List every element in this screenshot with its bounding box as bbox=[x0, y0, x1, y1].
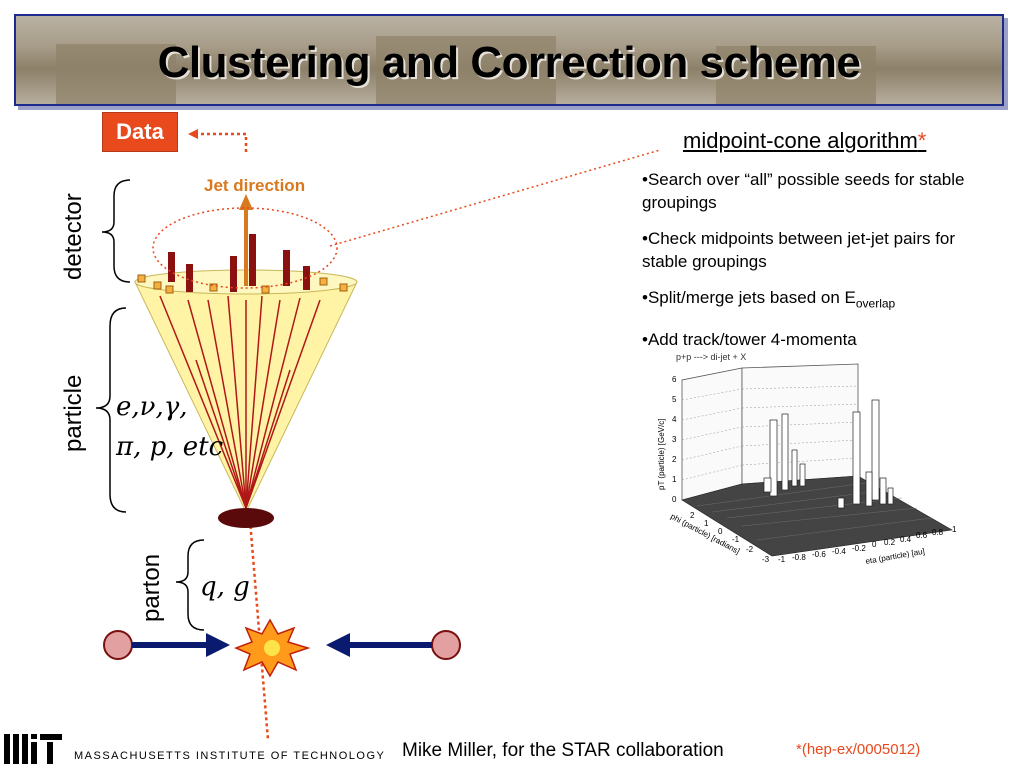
y-tick: -3 bbox=[762, 555, 770, 564]
parton-label: parton bbox=[138, 553, 165, 622]
y-tick: 0 bbox=[718, 527, 723, 536]
data-pointer-arrowhead bbox=[188, 129, 198, 139]
bullet-item: •Search over “all” possible seeds for st… bbox=[642, 170, 965, 212]
reference-note: *(hep-ex/0005012) bbox=[796, 741, 921, 758]
x-tick: -0.6 bbox=[812, 550, 826, 559]
algorithm-bullets: •Search over “all” possible seeds for st… bbox=[642, 168, 992, 364]
x-tick: -0.2 bbox=[852, 544, 866, 553]
algorithm-title: midpoint-cone algorithm* bbox=[683, 128, 926, 154]
banner-building bbox=[56, 44, 176, 104]
x-tick: -1 bbox=[778, 555, 786, 564]
bullet-subscript: overlap bbox=[855, 296, 896, 311]
banner-building bbox=[716, 46, 876, 104]
z-tick: 1 bbox=[672, 475, 677, 484]
algorithm-footnote-star: * bbox=[917, 128, 927, 153]
x-tick: 1 bbox=[952, 525, 957, 534]
z-tick: 0 bbox=[672, 495, 677, 504]
z-tick: 5 bbox=[672, 395, 677, 404]
right-beam-arrowhead bbox=[326, 633, 350, 657]
particle-brace bbox=[95, 307, 127, 513]
title-banner: Clustering and Correction scheme bbox=[14, 14, 1004, 106]
cone-apex bbox=[218, 508, 274, 528]
rim-cells bbox=[137, 274, 348, 294]
x-tick: 0.6 bbox=[916, 531, 928, 540]
z-tick: 2 bbox=[672, 455, 677, 464]
parton-brace bbox=[175, 539, 205, 631]
detector-label: detector bbox=[60, 193, 87, 280]
mit-logo-icon bbox=[4, 734, 62, 764]
bullet-item: •Split/merge jets based on Eoverlap bbox=[642, 286, 992, 315]
y-tick: 2 bbox=[690, 511, 695, 520]
detector-brace bbox=[101, 179, 131, 283]
z-tick: 6 bbox=[672, 375, 677, 384]
cluster-ellipse bbox=[152, 207, 338, 289]
bullet-item: •Add track/tower 4-momenta bbox=[642, 330, 857, 350]
lego-xlabel: eta (particle) [au] bbox=[865, 547, 926, 566]
lego-plot: 0 1 2 3 4 5 6 pT (particle) [GeV/c] phi … bbox=[657, 363, 957, 566]
x-tick: -0.4 bbox=[832, 547, 846, 556]
lego-zlabel: pT (particle) [GeV/c] bbox=[657, 419, 666, 490]
author-credit: Mike Miller, for the STAR collaboration bbox=[402, 740, 724, 761]
parton-list: q, g bbox=[200, 572, 250, 602]
institution-name: MASSACHUSETTS INSTITUTE OF TECHNOLOGY bbox=[74, 750, 386, 762]
left-beam-arrowhead bbox=[206, 633, 230, 657]
left-proton bbox=[103, 630, 133, 660]
algorithm-title-text: midpoint-cone algorithm bbox=[683, 128, 918, 153]
x-tick: 0.2 bbox=[884, 538, 896, 547]
particle-list-line2: π, p, etc bbox=[116, 432, 224, 462]
particle-list-line1: e,ν,γ, bbox=[116, 392, 188, 422]
data-pointer-line bbox=[196, 132, 248, 152]
y-tick: 1 bbox=[704, 519, 709, 528]
jet-direction-label: Jet direction bbox=[204, 176, 306, 195]
x-tick: -0.8 bbox=[792, 553, 806, 562]
z-tick: 4 bbox=[672, 415, 677, 424]
bullet-item: •Check midpoints between jet-jet pairs f… bbox=[642, 229, 956, 271]
particle-tracks bbox=[159, 295, 321, 509]
jet-axis-line bbox=[248, 519, 270, 741]
lego-plot-title: p+p ---> di-jet + X bbox=[676, 352, 747, 362]
collision-core bbox=[264, 640, 280, 656]
jet-direction-arrowhead bbox=[239, 194, 253, 210]
x-tick: 0.8 bbox=[932, 528, 944, 537]
right-proton bbox=[431, 630, 461, 660]
bullet-text: •Split/merge jets based on E bbox=[642, 288, 856, 307]
particle-label: particle bbox=[60, 374, 87, 452]
data-label-box: Data bbox=[102, 112, 178, 152]
algo-pointer-line bbox=[329, 149, 661, 247]
y-tick: -1 bbox=[732, 535, 740, 544]
x-tick: 0.4 bbox=[900, 535, 912, 544]
z-tick: 3 bbox=[672, 435, 677, 444]
page-title: Clustering and Correction scheme bbox=[157, 38, 861, 87]
banner-building bbox=[376, 36, 556, 104]
y-tick: -2 bbox=[746, 545, 754, 554]
x-tick: 0 bbox=[872, 540, 877, 549]
